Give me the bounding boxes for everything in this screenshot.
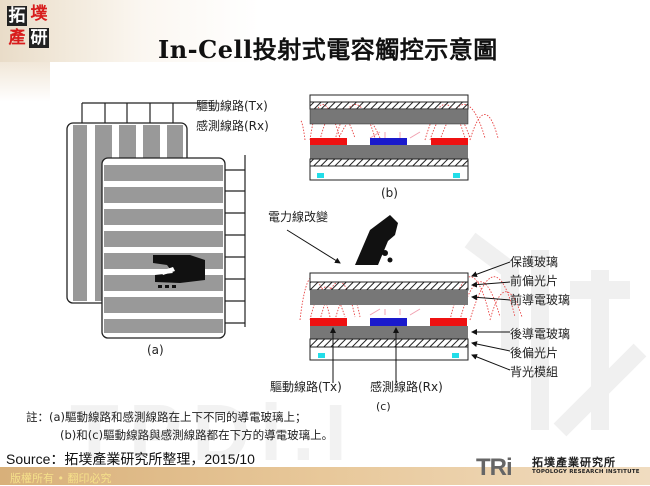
note-line-2: (b)和(c)驅動線路與感測線路都在下方的導電玻璃上。 <box>60 428 334 442</box>
diagram-c <box>286 215 523 383</box>
diagram-b <box>300 94 499 181</box>
caption-a: (a) <box>147 343 164 357</box>
layer-label-front-conductive-glass: 前導電玻璃 <box>510 293 571 307</box>
logo-char: 產 <box>8 28 26 48</box>
caption-c: (c) <box>376 400 391 413</box>
hand-icon <box>355 215 398 265</box>
brand-short: TRi <box>476 454 513 481</box>
brand-cn: 拓墣產業研究所 <box>532 456 616 469</box>
layer-label-protective-glass: 保護玻璃 <box>510 255 559 269</box>
copyright-text: 版權所有 • 翻印必究 <box>10 472 112 485</box>
page-title: In-Cell投射式電容觸控示意圖 <box>158 35 498 64</box>
header-background-fade <box>0 62 50 102</box>
rx-label-c: 感測線路(Rx) <box>370 380 443 394</box>
tri-brand-logo: TRi 拓墣產業研究所 TOPOLOGY RESEARCH INSTITUTE <box>476 452 646 482</box>
rx-label-a: 感測線路(Rx) <box>196 119 269 133</box>
layer-label-front-polarizer: 前偏光片 <box>510 274 559 288</box>
watermark-text: TPDi.I <box>70 400 357 470</box>
brand-en: TOPOLOGY RESEARCH INSTITUTE <box>532 469 640 475</box>
tx-label-a: 驅動線路(Tx) <box>196 99 268 113</box>
tx-label-c: 驅動線路(Tx) <box>270 380 342 394</box>
watermark-logo <box>464 232 647 437</box>
caption-b: (b) <box>381 186 398 200</box>
logo-char: 研 <box>29 28 49 48</box>
field-change-label: 電力線改變 <box>268 210 329 224</box>
tri-logo-mark: 拓 墣 產 研 <box>7 4 51 50</box>
logo-char: 拓 <box>7 6 27 26</box>
layer-label-backlight-module: 背光模組 <box>510 365 559 379</box>
diagram-a <box>66 102 246 339</box>
logo-char: 墣 <box>30 4 48 24</box>
source-citation: Source：拓墣產業研究所整理，2015/10 <box>6 451 255 467</box>
hand-icon <box>153 255 205 288</box>
header-background <box>0 0 650 62</box>
svg-text:TPDi.I: TPDi.I <box>70 400 357 470</box>
layer-label-rear-conductive-glass: 後導電玻璃 <box>510 327 571 341</box>
footer-bar <box>0 467 650 485</box>
note-line-1: 註：(a)驅動線路和感測線路在上下不同的導電玻璃上； <box>26 410 307 424</box>
layer-label-rear-polarizer: 後偏光片 <box>510 346 559 360</box>
